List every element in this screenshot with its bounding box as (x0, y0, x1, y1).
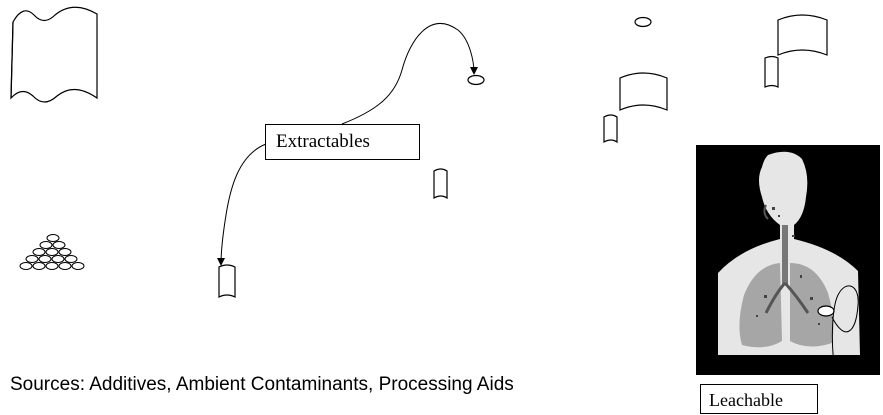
large-sheet-icon (10, 6, 98, 103)
arrow-to-oval (341, 23, 478, 125)
cylinder-container-icon (619, 72, 668, 111)
curved-arrow-icon (831, 285, 859, 375)
cylinder-container-icon (777, 14, 828, 56)
leachable-label: Leachable (700, 384, 818, 414)
small-oval-icon (467, 74, 485, 86)
small-oval-icon (634, 16, 652, 28)
small-sheet-icon (764, 55, 779, 88)
small-sheet-icon (603, 114, 618, 144)
small-sheet-icon (218, 264, 236, 298)
sources-caption: Sources: Additives, Ambient Contaminants… (10, 374, 514, 395)
arrow-to-sheet (217, 143, 267, 266)
small-oval-icon (817, 305, 835, 317)
pellet-pile-icon (19, 234, 85, 270)
human-torso-lungs-image (696, 145, 880, 375)
extractables-label: Extractables (265, 124, 420, 160)
small-sheet-icon (433, 168, 448, 200)
